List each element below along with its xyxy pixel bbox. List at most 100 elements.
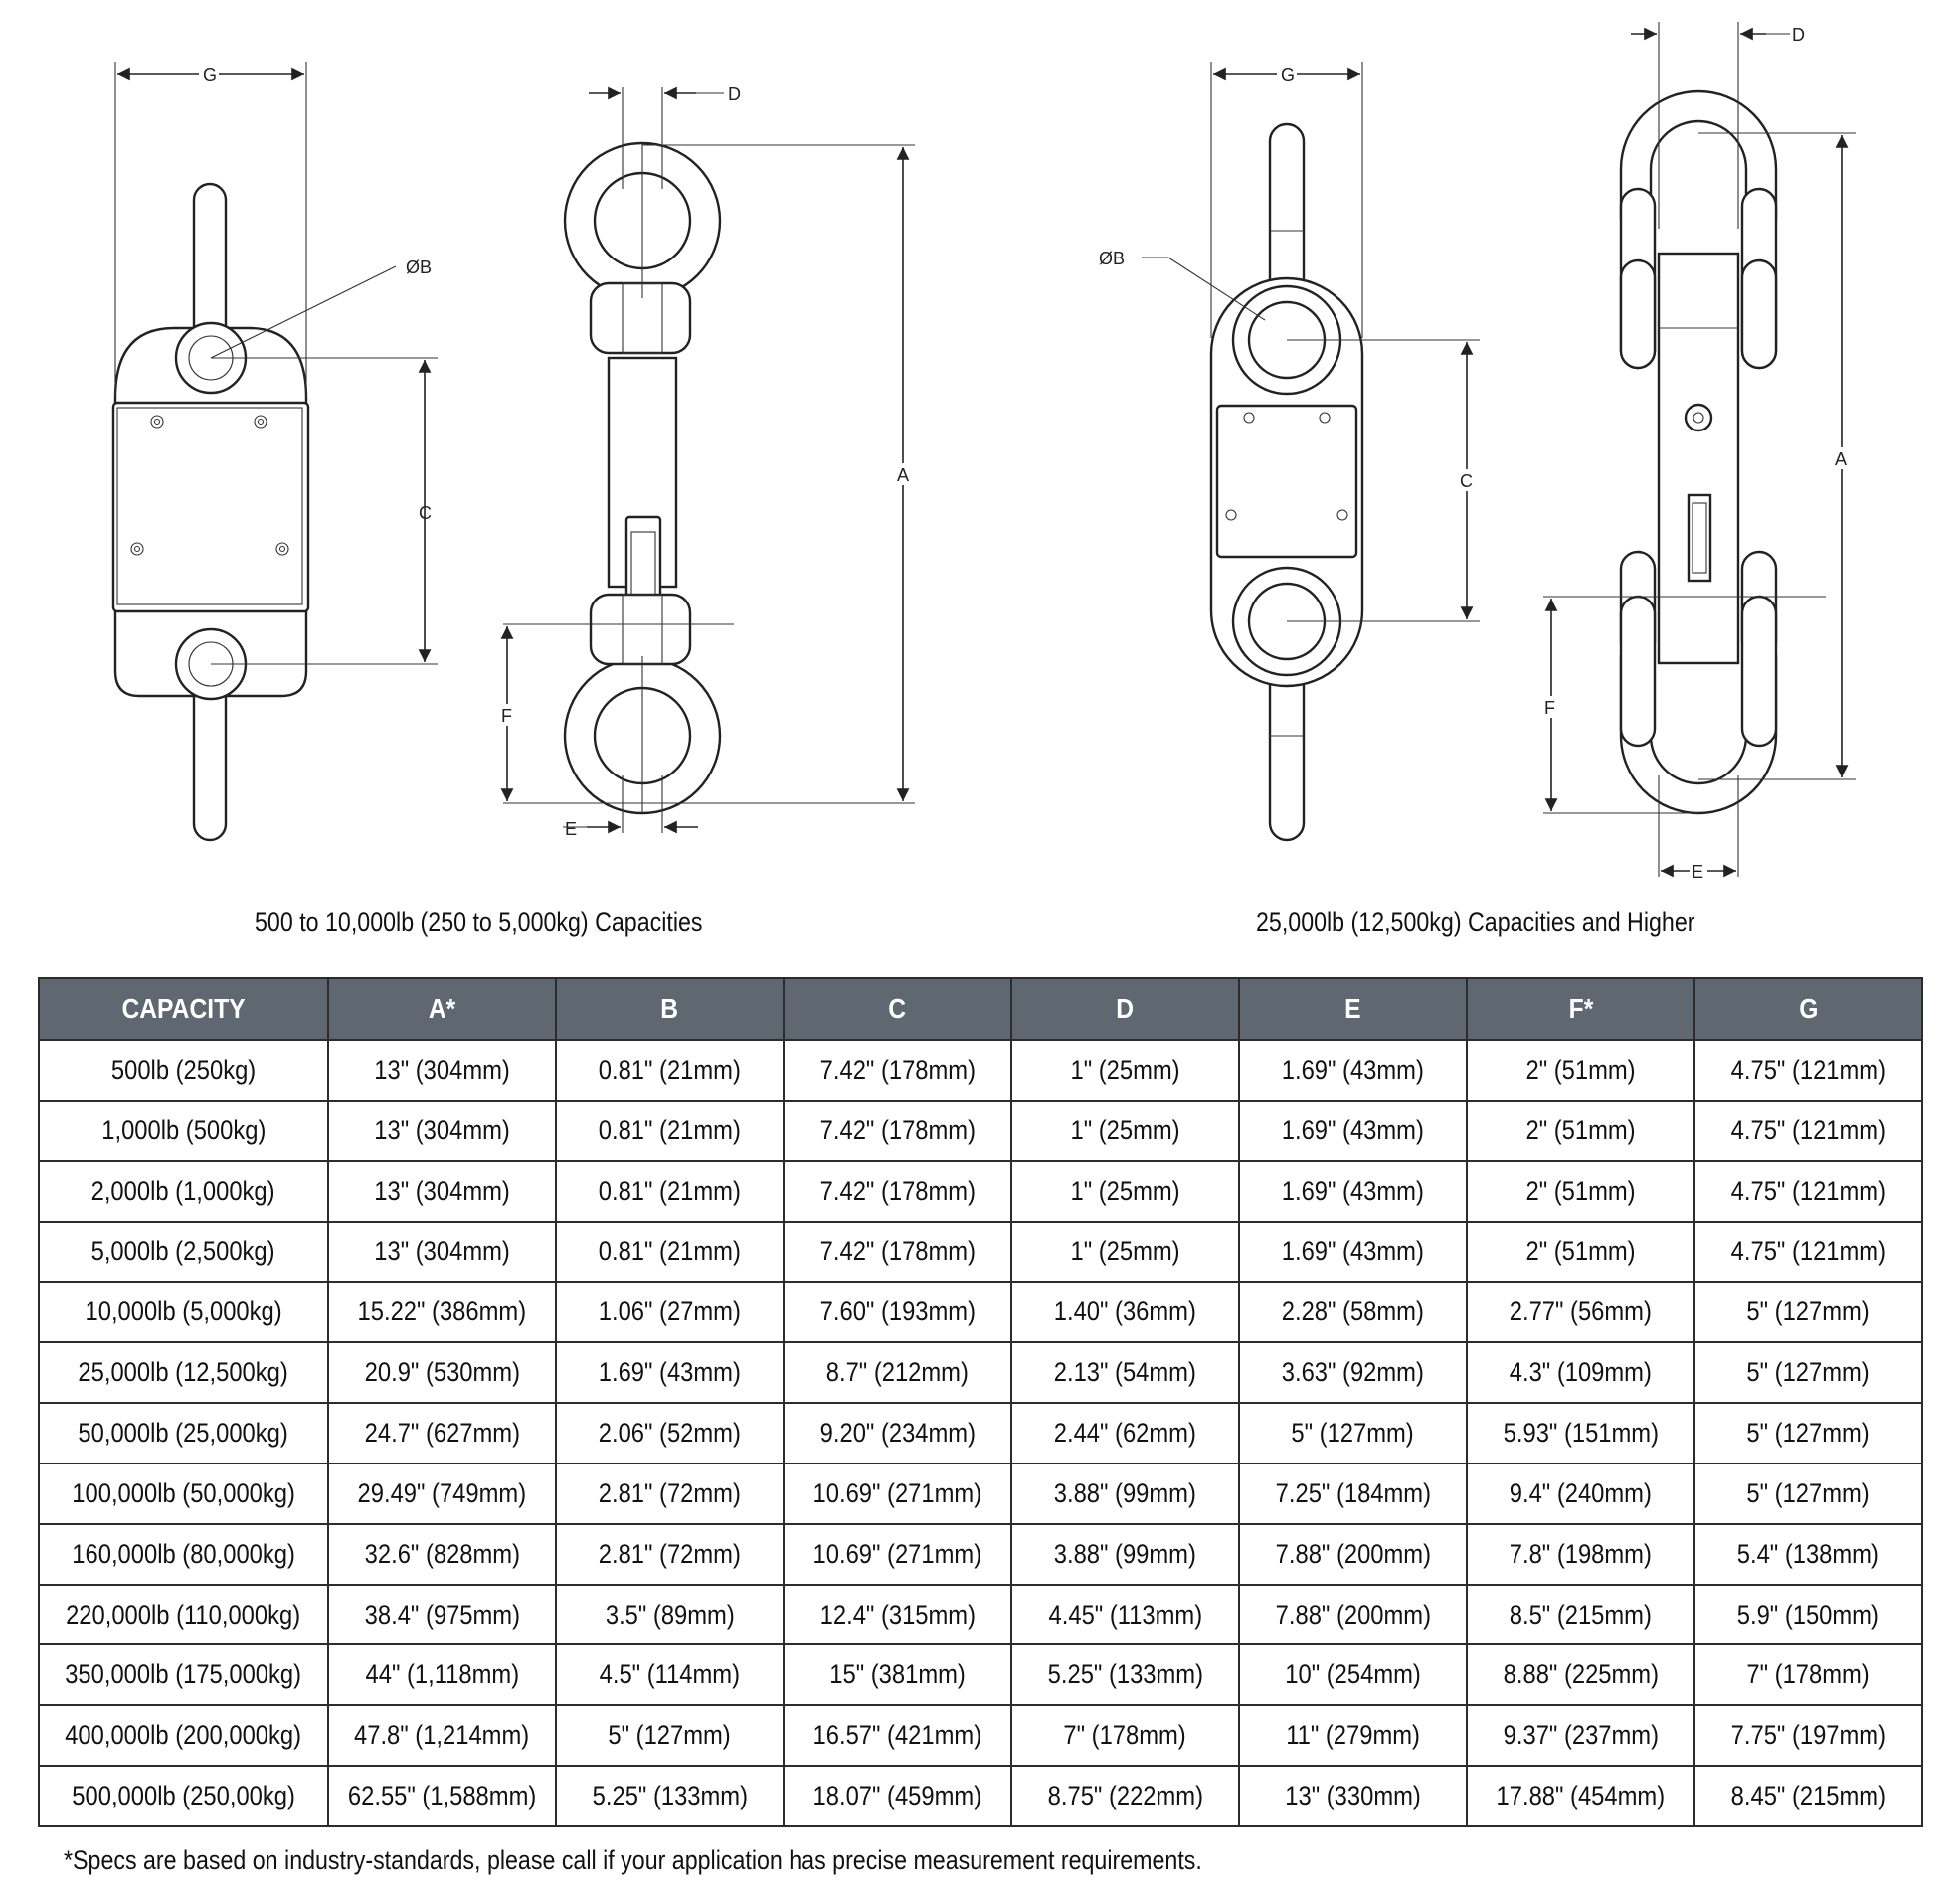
dimension-cell: 2.06" (52mm) (555, 1402, 785, 1464)
capacity-cell: 500,000lb (250,00kg) (38, 1765, 329, 1827)
dimension-cell: 32.6" (828mm) (327, 1522, 557, 1586)
dimension-cell: 5" (127mm) (1693, 1281, 1923, 1344)
dimension-cell: 0.81" (21mm) (555, 1220, 785, 1284)
dimension-cell: 0.81" (21mm) (555, 1099, 785, 1162)
dimension-cell: 10.69" (271mm) (783, 1522, 1012, 1586)
dimension-cell: 2" (51mm) (1466, 1220, 1695, 1284)
dimension-cell: 5.9" (150mm) (1693, 1583, 1923, 1646)
dimension-drawings: G ØB C D A F (111, 22, 1856, 882)
table-row: 220,000lb (110,000kg)38.4" (975mm)3.5" (… (38, 1583, 1923, 1646)
caption-small-capacities: 500 to 10,000lb (250 to 5,000kg) Capacit… (255, 907, 703, 937)
dimension-cell: 4.75" (121mm) (1693, 1159, 1923, 1223)
dimension-cell: 5" (127mm) (1693, 1341, 1923, 1405)
column-header: E (1238, 977, 1468, 1041)
dimension-cell: 5.25" (133mm) (555, 1765, 785, 1827)
capacity-cell: 10,000lb (5,000kg) (38, 1281, 329, 1344)
capacity-cell: 500lb (250kg) (38, 1039, 329, 1102)
dimension-cell: 1.69" (43mm) (555, 1341, 785, 1405)
dimension-cell: 7.88" (200mm) (1238, 1522, 1468, 1586)
capacity-cell: 50,000lb (25,000kg) (38, 1402, 329, 1464)
dimension-cell: 8.75" (222mm) (1010, 1765, 1240, 1827)
dimension-cell: 12.4" (315mm) (783, 1583, 1012, 1646)
dimension-cell: 2" (51mm) (1466, 1159, 1695, 1223)
dimension-cell: 1.69" (43mm) (1238, 1159, 1468, 1223)
dimension-cell: 5" (127mm) (1693, 1402, 1923, 1464)
table-row: 5,000lb (2,500kg)13" (304mm)0.81" (21mm)… (38, 1220, 1923, 1284)
small-dyno-side-dimensions: D A F E (499, 85, 915, 839)
dimension-cell: 2.81" (72mm) (555, 1462, 785, 1525)
dimension-cell: 7.42" (178mm) (783, 1159, 1012, 1223)
capacity-cell: 25,000lb (12,500kg) (38, 1341, 329, 1405)
capacity-cell: 2,000lb (1,000kg) (38, 1159, 329, 1223)
dimension-cell: 7.60" (193mm) (783, 1281, 1012, 1344)
dim-label-a-large: A (1835, 449, 1847, 469)
large-dyno-side-dimensions: D A F E (1542, 22, 1856, 882)
dim-label-a: A (897, 465, 909, 485)
dimension-cell: 29.49" (749mm) (327, 1462, 557, 1525)
dimension-cell: 5" (127mm) (555, 1704, 785, 1768)
caption-large-capacities: 25,000lb (12,500kg) Capacities and Highe… (1256, 907, 1695, 937)
table-row: 25,000lb (12,500kg)20.9" (530mm)1.69" (4… (38, 1341, 1923, 1405)
dimension-cell: 3.5" (89mm) (555, 1583, 785, 1646)
dimension-cell: 8.7" (212mm) (783, 1341, 1012, 1405)
dimension-cell: 1.69" (43mm) (1238, 1099, 1468, 1162)
column-header: B (555, 977, 785, 1041)
dim-label-d-large: D (1792, 25, 1805, 45)
dimension-cell: 44" (1,118mm) (327, 1643, 557, 1707)
dim-label-g-large: G (1281, 65, 1295, 85)
table-row: 160,000lb (80,000kg)32.6" (828mm)2.81" (… (38, 1522, 1923, 1586)
dimension-cell: 15.22" (386mm) (327, 1281, 557, 1344)
table-row: 1,000lb (500kg)13" (304mm)0.81" (21mm)7.… (38, 1099, 1923, 1162)
dim-label-c-large: C (1460, 471, 1473, 491)
dimension-cell: 62.55" (1,588mm) (327, 1765, 557, 1827)
dimension-cell: 8.45" (215mm) (1693, 1765, 1923, 1827)
table-header-row: CAPACITY A* B C D E F* G (38, 977, 1923, 1041)
dimension-cell: 7.42" (178mm) (783, 1099, 1012, 1162)
small-dyno-front-view (111, 182, 310, 842)
dimensions-table: CAPACITY A* B C D E F* G 500lb (250kg)13… (38, 977, 1923, 1827)
dimension-cell: 4.75" (121mm) (1693, 1220, 1923, 1284)
dimension-cell: 2.28" (58mm) (1238, 1281, 1468, 1344)
dimension-cell: 1.69" (43mm) (1238, 1039, 1468, 1102)
small-dyno-front-dimensions: G ØB C (114, 62, 438, 665)
table-row: 100,000lb (50,000kg)29.49" (749mm)2.81" … (38, 1462, 1923, 1525)
dimension-cell: 16.57" (421mm) (783, 1704, 1012, 1768)
table-row: 500,000lb (250,00kg)62.55" (1,588mm)5.25… (38, 1765, 1923, 1827)
dimension-cell: 13" (304mm) (327, 1099, 557, 1162)
dimension-cell: 3.63" (92mm) (1238, 1341, 1468, 1405)
dimension-cell: 3.88" (99mm) (1010, 1462, 1240, 1525)
dimension-cell: 4.75" (121mm) (1693, 1039, 1923, 1102)
large-dyno-front-view (1209, 122, 1364, 842)
dim-label-e-large: E (1692, 862, 1703, 882)
table-row: 350,000lb (175,000kg)44" (1,118mm)4.5" (… (38, 1643, 1923, 1707)
dimension-cell: 4.5" (114mm) (555, 1643, 785, 1707)
dimension-cell: 20.9" (530mm) (327, 1341, 557, 1405)
capacity-cell: 400,000lb (200,000kg) (38, 1704, 329, 1768)
column-header: A* (327, 977, 557, 1041)
dimension-cell: 24.7" (627mm) (327, 1402, 557, 1464)
dim-label-d: D (728, 85, 741, 104)
dimension-cell: 5" (127mm) (1238, 1402, 1468, 1464)
dimension-cell: 5.25" (133mm) (1010, 1643, 1240, 1707)
dimension-cell: 1" (25mm) (1010, 1039, 1240, 1102)
dimension-cell: 13" (304mm) (327, 1039, 557, 1102)
dimension-cell: 7.88" (200mm) (1238, 1583, 1468, 1646)
large-dyno-side-view (1619, 89, 1778, 815)
dimension-cell: 1.69" (43mm) (1238, 1220, 1468, 1284)
dimension-cell: 7" (178mm) (1693, 1643, 1923, 1707)
dim-label-f: F (501, 706, 512, 726)
dimension-cell: 1" (25mm) (1010, 1159, 1240, 1223)
dimension-cell: 2.44" (62mm) (1010, 1402, 1240, 1464)
dimension-cell: 10" (254mm) (1238, 1643, 1468, 1707)
dimension-cell: 0.81" (21mm) (555, 1159, 785, 1223)
dimension-cell: 4.45" (113mm) (1010, 1583, 1240, 1646)
capacity-cell: 5,000lb (2,500kg) (38, 1220, 329, 1284)
dimension-cell: 5.4" (138mm) (1693, 1522, 1923, 1586)
capacity-cell: 220,000lb (110,000kg) (38, 1583, 329, 1646)
dimension-cell: 7.42" (178mm) (783, 1220, 1012, 1284)
dim-label-g: G (203, 65, 217, 85)
dimension-cell: 18.07" (459mm) (783, 1765, 1012, 1827)
dimension-cell: 10.69" (271mm) (783, 1462, 1012, 1525)
dimension-cell: 2.77" (56mm) (1466, 1281, 1695, 1344)
dimension-cell: 2.81" (72mm) (555, 1522, 785, 1586)
